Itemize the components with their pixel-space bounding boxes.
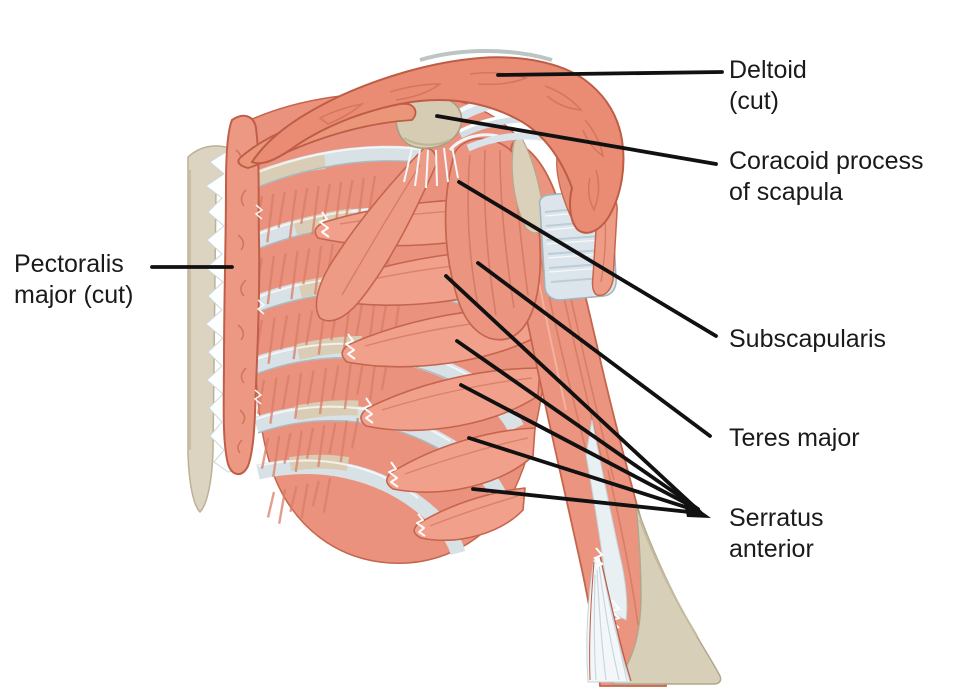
scapula-bone [511,133,545,234]
label-teres-major: Teres major [729,424,860,452]
elbow-tendon-fan [586,547,632,683]
label-deltoid: Deltoid (cut) [729,56,807,115]
deltoid-cut-muscle [237,49,625,234]
label-coracoid-process: Coracoid process of scapula [729,147,924,206]
label-subscapularis: Subscapularis [729,325,887,353]
label-serratus-anterior: Serratus anterior [729,504,824,563]
humerus-bone [610,504,722,685]
leader-coracoid [435,114,718,166]
leader-serratus-4 [467,436,700,513]
leader-teres-major [476,261,712,438]
leader-serratus-2 [455,339,700,511]
label-pectoralis-major: Pectoralis major (cut) [14,250,134,309]
serratus-arrowhead [683,498,711,518]
leader-serratus-5 [471,487,701,515]
pectoralis-major-cut-edge [222,114,266,475]
leader-deltoid [496,70,724,77]
leader-subscapularis [457,180,718,338]
leader-lines [150,70,724,515]
leader-serratus-1 [444,274,702,514]
leader-serratus-3 [459,383,699,511]
coracoid-tendons [403,145,459,189]
